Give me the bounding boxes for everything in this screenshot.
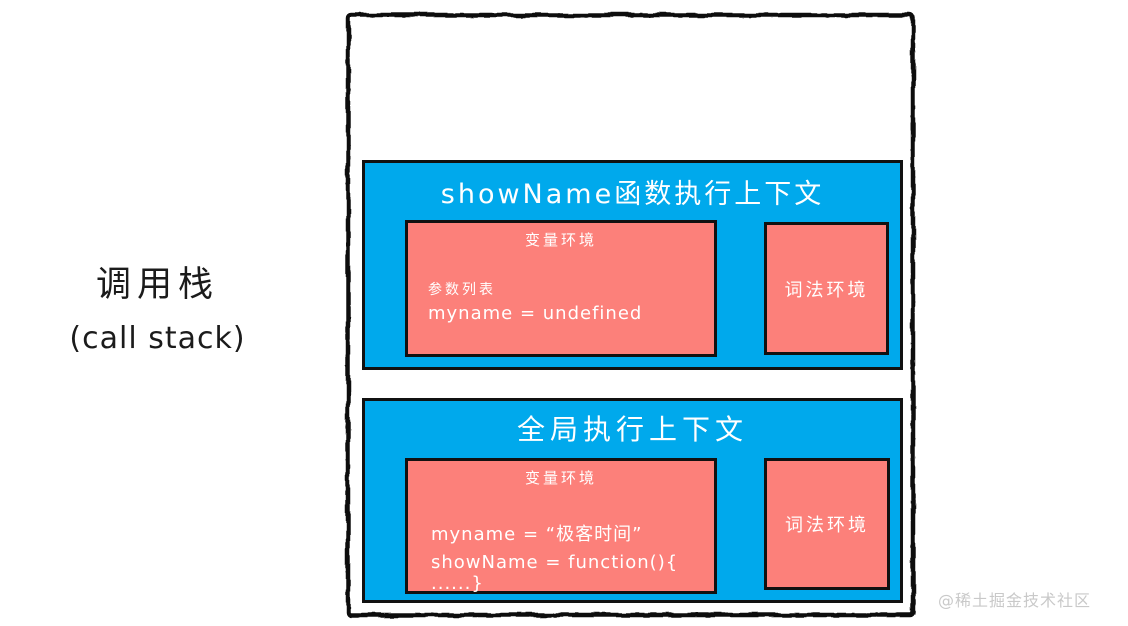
lexical-environment-box-global: 词法环境 (764, 458, 890, 590)
variable-environment-title: 变量环境 (524, 231, 597, 249)
call-stack-label: 调用栈 (call stack) (30, 256, 285, 356)
watermark: @稀土掘金技术社区 (938, 591, 1092, 610)
variable-line-showname-function: showName = function(){ ......} (431, 552, 679, 594)
lexical-environment-title: 词法环境 (784, 279, 869, 301)
frame-showname-title: showName函数执行上下文 (440, 179, 825, 210)
param-list-label: 参数列表 (428, 282, 496, 298)
frame-showname-context: showName函数执行上下文 变量环境 参数列表 myname = undef… (362, 160, 903, 370)
variable-environment-box-global: 变量环境 myname = “极客时间” showName = function… (405, 458, 717, 594)
call-stack-label-zh: 调用栈 (95, 265, 219, 305)
variable-line-myname-undefined: myname = undefined (428, 303, 643, 324)
variable-environment-title: 变量环境 (524, 469, 597, 487)
lexical-environment-title: 词法环境 (785, 515, 869, 536)
variable-environment-box-showname: 变量环境 参数列表 myname = undefined (405, 220, 717, 357)
lexical-environment-box-showname: 词法环境 (764, 222, 889, 355)
call-stack-label-en: (call stack) (69, 321, 246, 356)
frame-global-context: 全局执行上下文 变量环境 myname = “极客时间” showName = … (362, 398, 903, 603)
variable-line-myname-value: myname = “极客时间” (431, 524, 643, 545)
frame-global-title: 全局执行上下文 (516, 413, 748, 446)
